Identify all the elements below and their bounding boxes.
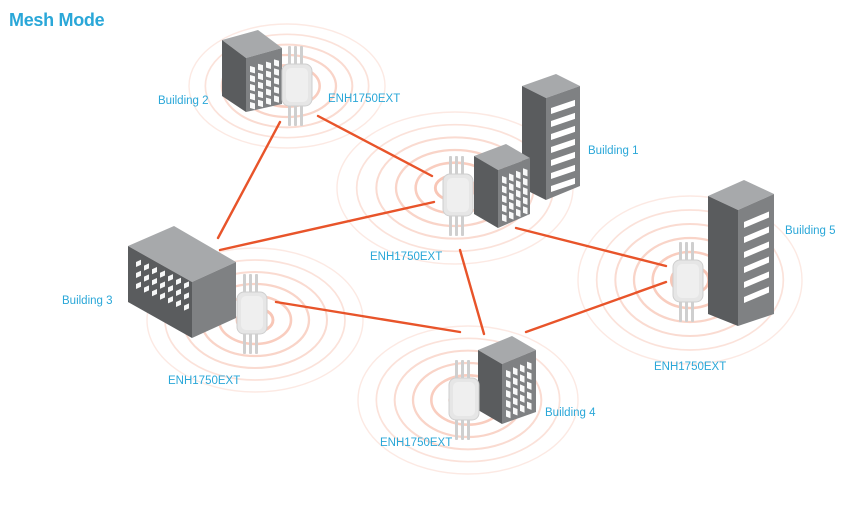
access-point-icon	[236, 274, 268, 354]
device-1-label: ENH1750EXT	[370, 251, 442, 263]
mesh-link-b2-b1	[316, 114, 434, 178]
wireless-signal-icon	[577, 195, 803, 365]
mesh-link-b1-b4	[458, 248, 486, 336]
access-point-icon	[442, 156, 474, 236]
device-2-label: ENH1750EXT	[328, 93, 400, 105]
access-point-icon	[281, 46, 313, 126]
mesh-link-b4-b5	[524, 280, 668, 334]
building-4-icon	[478, 336, 536, 424]
access-point-icon	[672, 242, 704, 322]
mesh-link-b1-b5	[514, 226, 668, 268]
building-5-icon	[708, 180, 774, 326]
access-point-icon	[448, 360, 480, 440]
building-3-icon	[128, 226, 236, 338]
mesh-link-b2-b3	[216, 120, 282, 240]
mesh-link-b3-b4	[274, 300, 462, 334]
device-5-label: ENH1750EXT	[654, 361, 726, 373]
links-layer	[216, 114, 668, 336]
mesh-link-b3-b1	[218, 200, 436, 252]
building-5-label: Building 5	[785, 225, 836, 237]
devices-layer	[236, 46, 704, 440]
device-3-label: ENH1750EXT	[168, 375, 240, 387]
device-4-label: ENH1750EXT	[380, 437, 452, 449]
building-3-label: Building 3	[62, 295, 113, 307]
building-1-icon	[474, 74, 580, 228]
page-title: Mesh Mode	[9, 10, 105, 30]
building-4-label: Building 4	[545, 407, 596, 419]
building-2-label: Building 2	[158, 95, 209, 107]
building-1-label: Building 1	[588, 145, 639, 157]
building-2-icon	[222, 30, 282, 112]
